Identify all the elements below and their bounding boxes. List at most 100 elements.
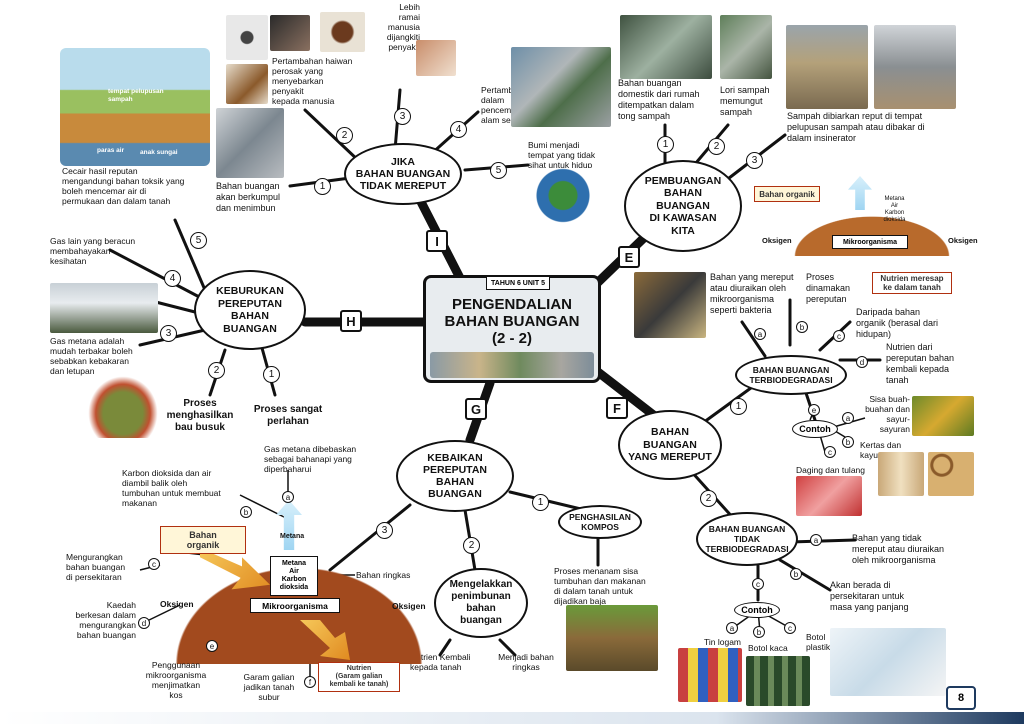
plastic-bottles-photo	[830, 628, 946, 696]
g-a: a	[282, 491, 294, 503]
mikroorganisma-bottom: Mikroorganisma	[250, 598, 340, 613]
nonbio-ex-1: Tin logam	[704, 637, 742, 647]
jika-num-4: 4	[450, 121, 467, 138]
cockroach-photo	[226, 64, 268, 104]
nonbio-ex-3: Botol plastik	[806, 632, 831, 652]
incinerator-photo	[874, 25, 956, 109]
wood-logs-photo	[928, 452, 974, 496]
bio-b: b	[796, 321, 808, 333]
nutrien-tag-top: Nutrien meresap ke dalam tanah	[872, 272, 952, 294]
central-title: PENGENDALIAN BAHAN BUANGAN (2 - 2)	[444, 296, 580, 347]
keburukan-perlahan: Proses sangat perlahan	[253, 404, 323, 427]
page-number: 8	[946, 686, 976, 710]
nonbio-ex-2: Botol kaca	[748, 643, 788, 653]
mikroorganisma-label-top: Mikroorganisma	[832, 235, 908, 249]
jika-num-1: 1	[314, 178, 331, 195]
branch-letter-f: F	[606, 397, 628, 419]
g-garam: Garam galian jadikan tanah subur	[243, 672, 295, 702]
pembuangan-num-2: 2	[708, 138, 725, 155]
keburukan-num-2: 2	[208, 362, 225, 379]
fruit-peel-photo	[912, 396, 974, 436]
keburukan-num-3: 3	[160, 325, 177, 342]
kebaikan-num-2: 2	[463, 537, 480, 554]
metana-top-label: Metana	[280, 533, 305, 540]
truck-photo	[720, 15, 772, 79]
pollution-photos	[511, 47, 611, 127]
terbiodegradasi-node: BAHAN BUANGAN TERBIODEGRADASI	[735, 355, 847, 395]
branch-bahan-mereput: BAHAN BUANGAN YANG MEREPUT	[618, 410, 722, 480]
g-kaedah: Kaedah berkesan dalam mengurangkan bahan…	[75, 600, 136, 640]
footer-bar	[0, 712, 1024, 724]
pembuangan-text-1: Bahan buangan domestik dari rumah ditemp…	[618, 78, 700, 121]
g-gas-metana: Gas metana dibebaskan sebagai bahanapi y…	[264, 444, 357, 474]
bahan-organik-tag-top: Bahan organik	[754, 186, 820, 202]
central-topic: TAHUN 6 UNIT 5 PENGENDALIAN BAHAN BUANGA…	[423, 275, 601, 383]
keburukan-num-1: 1	[263, 366, 280, 383]
img-label-sungai: anak sungai	[140, 149, 178, 156]
jika-num-3: 3	[394, 108, 411, 125]
keburukan-num-4: 4	[164, 270, 181, 287]
g-f: f	[304, 676, 316, 688]
keburukan-gas-lain: Gas lain yang beracun membahayakan kesih…	[50, 236, 136, 266]
pembuangan-text-2: Lori sampah memungut sampah	[720, 85, 770, 117]
cans-photo	[678, 648, 742, 702]
img-label-paras: paras air	[97, 147, 125, 154]
keburukan-gas-metana: Gas metana adalah mudah terbakar boleh s…	[50, 336, 133, 376]
metana-label-top: Metana Air Karbon dioksida	[883, 196, 906, 223]
nonbio-b: b	[790, 568, 802, 580]
landfill-photo	[786, 25, 868, 109]
paper-roll-photo	[878, 452, 924, 496]
branch-kebaikan: KEBAIKAN PEREPUTAN BAHAN BUANGAN	[396, 440, 514, 512]
g-b: b	[240, 506, 252, 518]
mengelakkan-node: Mengelakkan penimbunan bahan buangan	[434, 568, 528, 638]
branch-jika-tidak-mereput: JIKA BAHAN BUANGAN TIDAK MEREPUT	[344, 143, 462, 205]
kebaikan-num-3: 3	[376, 522, 393, 539]
bins-photo	[620, 15, 712, 79]
unit-tag: TAHUN 6 UNIT 5	[486, 276, 550, 290]
keburukan-bau-busuk: Proses menghasilkan bau busuk	[166, 398, 234, 433]
g-e: e	[206, 640, 218, 652]
glass-bottles-photo	[746, 656, 810, 706]
landfill-cross-section	[60, 48, 210, 166]
nonbio-ex-a: a	[726, 622, 738, 634]
bio-ex-c: c	[824, 446, 836, 458]
tidak-terbiodegradasi-node: BAHAN BUANGAN TIDAK TERBIODEGRADASI	[696, 512, 798, 566]
bahan-ringkas-label: Bahan ringkas	[356, 570, 411, 580]
nonbio-contoh: Contoh	[734, 602, 780, 618]
bio-a: a	[754, 328, 766, 340]
bio-text-d: Nutrien dari pereputan bahan kembali kep…	[886, 342, 955, 385]
pembuangan-num-1: 1	[657, 136, 674, 153]
branch-letter-e: E	[618, 246, 640, 268]
bio-contoh: Contoh	[792, 420, 838, 438]
bio-c: c	[833, 330, 845, 342]
kompos-node: PENGHASILAN KOMPOS	[558, 505, 642, 539]
g-karbon: Karbon dioksida dan air diambil balik ol…	[122, 468, 221, 508]
nonbio-ex-c: c	[784, 622, 796, 634]
keburukan-cecair: Cecair hasil reputan mengandungi bahan t…	[62, 166, 185, 206]
rotting-food-photo	[88, 376, 158, 438]
mereput-desc-1: Bahan yang mereput atau diuraikan oleh m…	[710, 272, 794, 315]
branch-letter-g: G	[465, 398, 487, 420]
central-photo-strip	[430, 352, 594, 378]
branch-letter-h: H	[340, 310, 362, 332]
kompos-desc: Proses menanam sisa tumbuhan dan makanan…	[554, 566, 646, 606]
bahan-organik-tag-bottom: Bahan organik	[160, 526, 246, 554]
bio-ex-a: a	[842, 412, 854, 424]
waste-types-photo	[634, 272, 706, 338]
nonbio-a: a	[810, 534, 822, 546]
bio-ex-2: Kertas dan kayu	[860, 440, 902, 460]
compost-diagram-top: Bahan organik Metana Air Karbon dioksida…	[752, 176, 982, 300]
g-c: c	[148, 558, 160, 570]
nonbio-text-b: Akan berada di persekitaran untuk masa y…	[830, 580, 909, 612]
jika-text-2: Pertambahan haiwan perosak yang menyebar…	[272, 56, 353, 106]
pembuangan-text-3: Sampah dibiarkan reput di tempat pelupus…	[787, 111, 925, 143]
garbage-photo	[216, 108, 284, 178]
sick-child-photo	[416, 40, 456, 76]
bio-ex-1: Sisa buah- buahan dan sayur- sayuran	[865, 394, 910, 434]
nutrien-tag-bottom: Nutrien (Garam galian kembali ke tanah)	[318, 662, 400, 692]
bedbug-photo	[320, 12, 365, 52]
mereput-num-1: 1	[730, 398, 747, 415]
rat-photo	[270, 15, 310, 51]
metana-box-bottom: Metana Air Karbon dioksida	[270, 556, 318, 596]
